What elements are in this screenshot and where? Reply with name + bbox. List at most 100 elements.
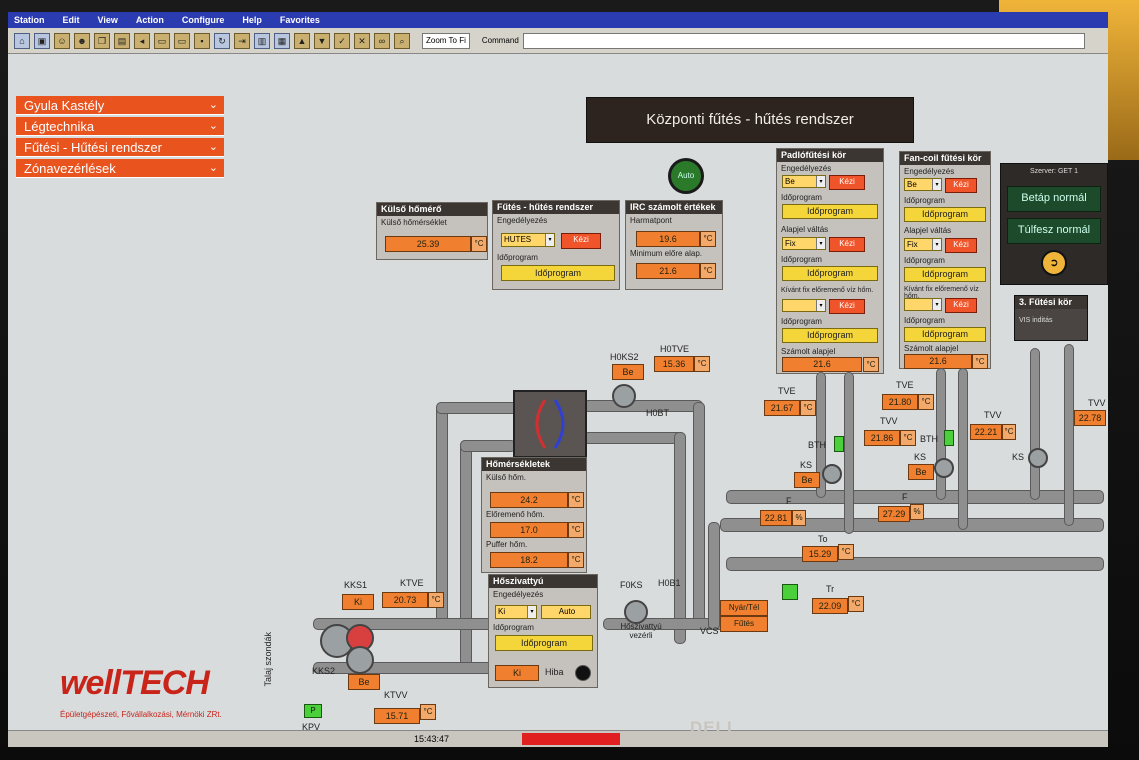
nav-gyula-kastely[interactable]: Gyula Kastély⌄ xyxy=(16,96,224,115)
pump-ks1-icon[interactable] xyxy=(822,464,842,484)
graph-icon[interactable]: ▦ xyxy=(274,32,290,49)
zoom-select[interactable]: Zoom To Fi xyxy=(422,32,470,49)
home-icon[interactable]: ⌂ xyxy=(14,32,30,49)
schedule-button[interactable]: Időprogram xyxy=(782,328,878,343)
group-icon[interactable]: ☻ xyxy=(74,32,90,49)
chart-icon[interactable]: ▥ xyxy=(254,32,270,49)
schedule-button[interactable]: Időprogram xyxy=(904,207,986,222)
manual-button[interactable]: Kézi xyxy=(945,238,977,253)
pump-hoks2-icon[interactable] xyxy=(612,384,636,408)
refresh-icon[interactable]: ↻ xyxy=(214,32,230,49)
tvv2-value: 22.21 xyxy=(970,424,1002,440)
enable-select[interactable]: Be▾ xyxy=(904,178,942,191)
folder-icon[interactable]: ▭ xyxy=(154,32,170,49)
export-icon[interactable]: ⇥ xyxy=(234,32,250,49)
menu-station[interactable]: Station xyxy=(14,15,45,25)
to-value: 15.29 xyxy=(802,546,838,562)
heat-exchanger xyxy=(513,390,587,458)
schedule-button[interactable]: Időprogram xyxy=(782,204,878,219)
heat-pump-off-button[interactable]: Ki xyxy=(495,665,539,681)
setpoint-select[interactable]: Fix▾ xyxy=(782,237,826,250)
schedule-button[interactable]: Időprogram xyxy=(782,266,878,281)
pump-kks2-icon[interactable] xyxy=(346,646,374,674)
back-icon[interactable]: ◂ xyxy=(134,32,150,49)
pipe xyxy=(1030,348,1040,500)
menu-view[interactable]: View xyxy=(97,15,118,25)
auto-indicator[interactable]: Auto xyxy=(668,158,704,194)
manual-button[interactable]: Kézi xyxy=(829,237,865,252)
mode-select[interactable]: Auto xyxy=(541,605,591,619)
schedule-button[interactable]: Időprogram xyxy=(904,327,986,342)
book-icon[interactable]: ▤ xyxy=(114,32,130,49)
kks1-button[interactable]: Ki xyxy=(342,594,374,610)
power-ok-button[interactable]: Betáp normál xyxy=(1007,186,1101,212)
monitor-brand-logo: DELL xyxy=(690,718,739,737)
dropdown-arrow-icon: ▾ xyxy=(816,238,825,249)
schedule-label: Időprogram xyxy=(781,193,822,202)
tr-value: 22.09 xyxy=(812,598,848,614)
search-icon[interactable]: ⌕ xyxy=(394,32,410,49)
fixed-supply-select[interactable]: ▾ xyxy=(904,298,942,311)
kks2-button[interactable]: Be xyxy=(348,674,380,690)
panel-title: Fan-coil fűtési kör xyxy=(900,152,990,165)
manual-button[interactable]: Kézi xyxy=(945,178,977,193)
nav-futesi-hutesi[interactable]: Fűtési - Hűtési rendszer⌄ xyxy=(16,138,224,157)
menu-action[interactable]: Action xyxy=(135,15,164,25)
ktvv-label: KTVV xyxy=(384,690,408,700)
hoks2-button[interactable]: Be xyxy=(612,364,644,380)
manual-button[interactable]: Kézi xyxy=(829,299,865,314)
menu-favorites[interactable]: Favorites xyxy=(279,15,320,25)
arrow-down-icon[interactable]: ▼ xyxy=(314,32,330,49)
surge-ok-button[interactable]: Túlfesz normál xyxy=(1007,218,1101,244)
enable-value: Be xyxy=(907,180,917,189)
schedule-button[interactable]: Időprogram xyxy=(501,265,615,281)
monitor-icon[interactable]: ▣ xyxy=(34,32,50,49)
command-label: Command xyxy=(481,36,519,45)
close-icon[interactable]: ✕ xyxy=(354,32,370,49)
enable-select[interactable]: Ki▾ xyxy=(495,605,537,619)
fault-label: Hiba xyxy=(545,667,564,677)
manual-button[interactable]: Kézi xyxy=(561,233,601,249)
command-input[interactable] xyxy=(522,32,1085,49)
schedule-button[interactable]: Időprogram xyxy=(495,635,593,651)
pipe xyxy=(313,662,505,674)
summer-winter-button[interactable]: Nyár/Tél xyxy=(720,600,768,616)
bth2-label: BTH xyxy=(920,434,938,444)
pump-ks3-icon[interactable] xyxy=(1028,448,1048,468)
save-icon[interactable]: ▪ xyxy=(194,32,210,49)
menu-edit[interactable]: Edit xyxy=(62,15,80,25)
pump-foks-icon[interactable] xyxy=(624,600,648,624)
arrow-up-icon[interactable]: ▲ xyxy=(294,32,310,49)
ks1-button[interactable]: Be xyxy=(794,472,820,488)
manual-button[interactable]: Kézi xyxy=(829,175,865,190)
heating-mode-button[interactable]: Fűtés xyxy=(720,616,768,632)
ks2-button[interactable]: Be xyxy=(908,464,934,480)
setpoint-select[interactable]: Fix▾ xyxy=(904,238,942,251)
binoculars-icon[interactable]: ∞ xyxy=(374,32,390,49)
logo-brand: wellTECH xyxy=(60,664,210,702)
menu-configure[interactable]: Configure xyxy=(181,15,225,25)
enable-select[interactable]: Be▾ xyxy=(782,175,826,188)
nav-zonavezerlesek[interactable]: Zónavezérlések⌄ xyxy=(16,159,224,178)
manual-button[interactable]: Kézi xyxy=(945,298,977,313)
menu-help[interactable]: Help xyxy=(242,15,262,25)
user-icon[interactable]: ☺ xyxy=(54,32,70,49)
ktve-value: 20.73 xyxy=(382,592,428,608)
unit: °C xyxy=(694,356,710,372)
mode-select[interactable]: HUTES▾ xyxy=(501,233,555,247)
alarm-indicator[interactable] xyxy=(522,733,620,745)
folder-open-icon[interactable]: ▭ xyxy=(174,32,190,49)
fault-led-icon xyxy=(575,665,591,681)
mode-value: Auto xyxy=(558,607,576,616)
copy-icon[interactable]: ❐ xyxy=(94,32,110,49)
pipe xyxy=(674,432,686,644)
check-icon[interactable]: ✓ xyxy=(334,32,350,49)
fixed-supply-select[interactable]: ▾ xyxy=(782,299,826,312)
nav-legtechnika[interactable]: Légtechnika⌄ xyxy=(16,117,224,136)
schedule-button[interactable]: Időprogram xyxy=(904,267,986,282)
kpv-indicator: P xyxy=(304,704,322,718)
schedule-label: Időprogram xyxy=(904,196,945,205)
pump-ks2-icon[interactable] xyxy=(934,458,954,478)
exit-icon[interactable]: ➲ xyxy=(1041,250,1067,276)
kpv-label: KPV xyxy=(302,722,321,732)
